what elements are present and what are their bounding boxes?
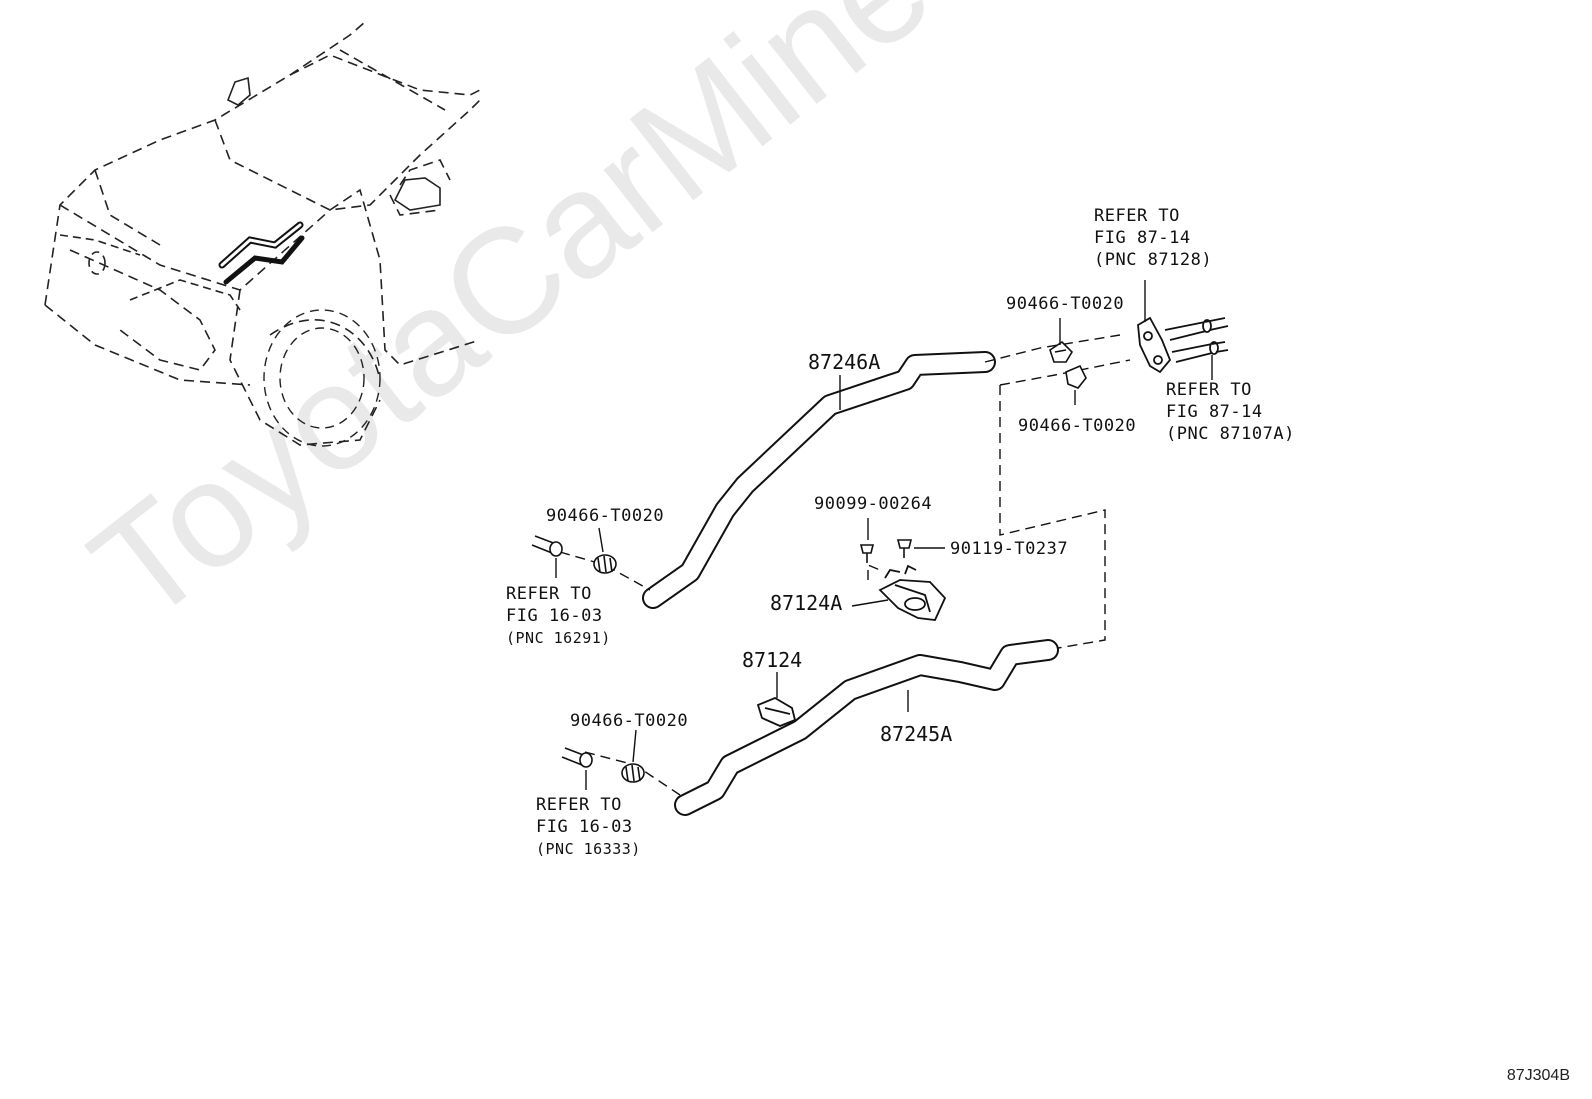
figure-code: 87J304B xyxy=(1506,1067,1570,1084)
refer-16291-line1: REFER TO xyxy=(506,584,592,604)
clamp-87124 xyxy=(756,696,797,727)
label-90099-00264: 90099-00264 xyxy=(814,494,933,514)
label-90119-t0237: 90119-T0237 xyxy=(950,539,1069,559)
label-87124a: 87124A xyxy=(770,591,843,615)
refer-87107a-line3: (PNC 87107A) xyxy=(1166,424,1295,444)
leader-lines xyxy=(555,280,1213,790)
refer-16333-line2: FIG 16-03 xyxy=(536,817,633,837)
vehicle-headlight xyxy=(59,234,241,311)
bolt-90099-00264 xyxy=(859,544,875,563)
pipe-stub-16291 xyxy=(531,535,563,557)
refer-87128-line1: REFER TO xyxy=(1094,206,1180,226)
refer-16333-line1: REFER TO xyxy=(536,795,622,815)
vehicle-hose-highlight-2 xyxy=(223,235,305,285)
heater-connector xyxy=(1137,316,1229,374)
refer-87107a-line2: FIG 87-14 xyxy=(1166,402,1263,422)
hose-87245a xyxy=(674,639,1059,816)
label-87245a: 87245A xyxy=(880,722,953,746)
clip-top-upper xyxy=(1049,340,1074,363)
vehicle-mirror xyxy=(226,76,441,211)
pipe-stub-16333 xyxy=(561,747,593,768)
label-87124: 87124 xyxy=(742,648,803,672)
refer-87128-line3: (PNC 87128) xyxy=(1094,250,1213,270)
label-clip-top-lower: 90466-T0020 xyxy=(1018,416,1137,436)
label-87246a: 87246A xyxy=(808,350,881,374)
clip-top-lower xyxy=(1065,364,1087,389)
label-clip-left-lower: 90466-T0020 xyxy=(570,711,689,731)
clip-left-upper xyxy=(593,554,617,574)
refer-16291-line2: FIG 16-03 xyxy=(506,606,603,626)
screw-90119-t0237 xyxy=(896,539,913,558)
clip-left-lower xyxy=(621,763,645,783)
vehicle-illustration xyxy=(44,21,481,446)
refer-87128-line2: FIG 87-14 xyxy=(1094,228,1191,248)
clamp-bracket-87124a xyxy=(878,564,947,621)
label-clip-top-upper: 90466-T0020 xyxy=(1006,294,1125,314)
hose-87246a xyxy=(642,351,996,609)
refer-87107a-line1: REFER TO xyxy=(1166,380,1252,400)
refer-16291-line3: (PNC 16291) xyxy=(506,629,611,647)
refer-16333-line3: (PNC 16333) xyxy=(536,840,641,858)
label-clip-left-upper: 90466-T0020 xyxy=(546,506,665,526)
vehicle-wheel xyxy=(263,309,381,447)
